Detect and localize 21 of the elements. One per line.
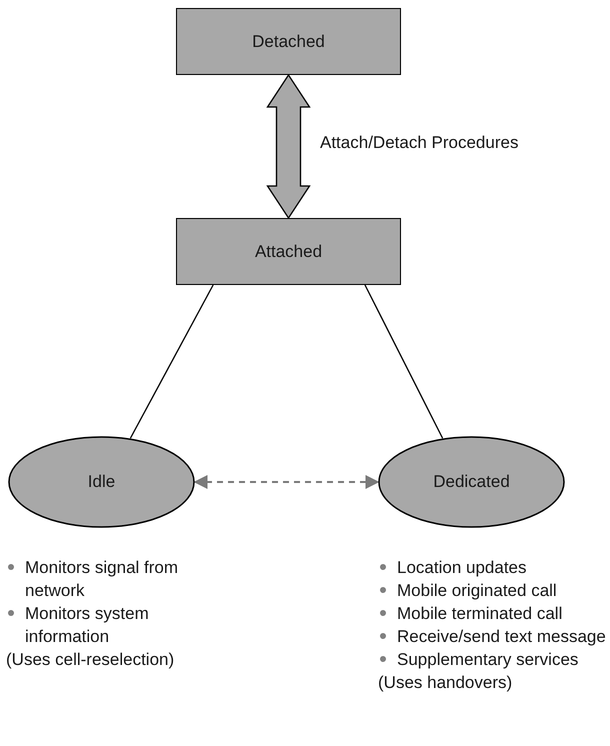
state-ellipse bbox=[378, 436, 565, 528]
state-ellipse bbox=[8, 436, 195, 528]
connector-line bbox=[364, 284, 444, 439]
bullet-item: Supplementary services bbox=[380, 648, 610, 671]
state-label: Detached bbox=[252, 30, 325, 53]
state-label: Attached bbox=[254, 240, 322, 263]
bullet-item: Mobile originated call bbox=[380, 579, 610, 602]
state-box bbox=[176, 8, 401, 75]
bullet-item: Monitors system information bbox=[8, 602, 223, 648]
note-text: (Uses cell-reselection) bbox=[6, 649, 176, 671]
state-label: Idle bbox=[88, 471, 116, 494]
note-text: (Uses handovers) bbox=[378, 672, 514, 694]
double-arrow bbox=[266, 74, 311, 220]
bullet-item: Location updates bbox=[380, 556, 610, 579]
arrow bbox=[194, 475, 380, 489]
bullet-item: Mobile terminated call bbox=[380, 602, 610, 625]
state-label: Dedicated bbox=[433, 471, 510, 494]
bullet-item: Monitors signal from network bbox=[8, 556, 223, 602]
connector-line bbox=[130, 284, 214, 439]
state-box bbox=[176, 218, 401, 285]
bullet-item: Receive/send text message bbox=[380, 625, 610, 648]
